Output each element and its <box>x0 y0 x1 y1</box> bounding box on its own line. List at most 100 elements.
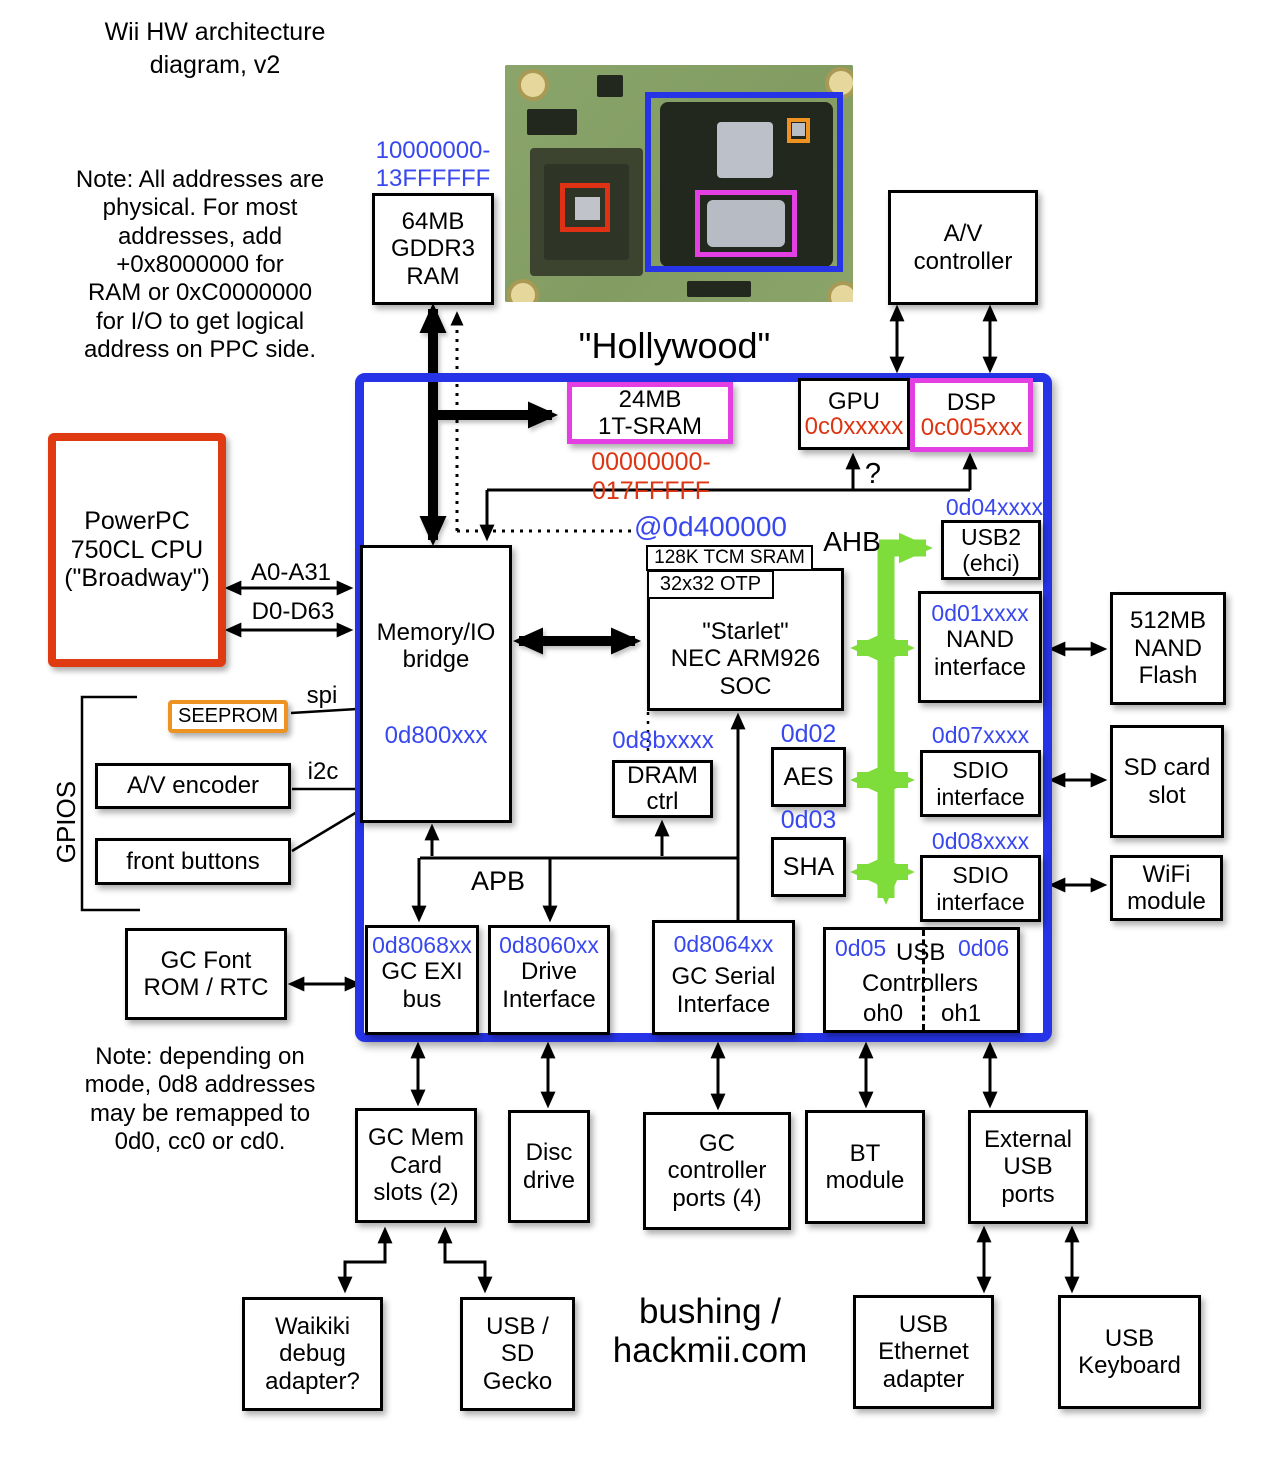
note-addresses: Note: All addresses are physical. For mo… <box>75 166 325 363</box>
ethernet-box: USB Ethernet adapter <box>853 1295 994 1409</box>
nand-interface-address: 0d01xxxx <box>931 600 1029 626</box>
i2c-label: i2c <box>307 758 339 785</box>
usb2-address: 0d04xxxx <box>945 494 1043 520</box>
sdio2-address: 0d08xxxx <box>931 828 1030 854</box>
av-encoder-box: A/V encoder <box>95 763 291 809</box>
bridge-box: Memory/IO bridge 0d800xxx <box>360 545 512 823</box>
sdio2-label: SDIO interface <box>936 862 1025 915</box>
tcm-label: 128K TCM SRAM <box>654 547 805 569</box>
usbc-address-left: 0d05 <box>835 935 887 961</box>
exi-box: 0d8068xx GC EXI bus <box>365 925 479 1035</box>
drive-interface-box: 0d8060xx Drive Interface <box>488 925 610 1035</box>
arrow-memcard-waikiki <box>337 1226 393 1294</box>
die-highlight-orange <box>787 118 810 143</box>
pcb-component <box>687 281 751 297</box>
nand-flash-label: 512MB NAND Flash <box>1129 607 1207 690</box>
cpu-box: PowerPC 750CL CPU ("Broadway") <box>48 433 226 667</box>
serial-interface-address: 0d8064xx <box>673 931 774 957</box>
sd-card-box: SD card slot <box>1110 725 1224 838</box>
hollywood-die-bottom <box>707 200 785 247</box>
gc-ports-box: GC controller ports (4) <box>643 1112 791 1230</box>
1tsram-label: 24MB 1T-SRAM <box>597 385 702 440</box>
gecko-label: USB / SD Gecko <box>482 1312 553 1395</box>
bt-module-box: BT module <box>805 1110 925 1224</box>
page-title: Wii HW architecture diagram, v2 <box>104 18 326 79</box>
apb-label: APB <box>470 866 526 896</box>
drive-interface-label: Drive Interface <box>502 958 596 1013</box>
waikiki-box: Waikiki debug adapter? <box>242 1297 383 1411</box>
exi-label: GC EXI bus <box>381 958 463 1013</box>
disc-drive-box: Disc drive <box>508 1110 590 1223</box>
sha-label: SHA <box>782 852 835 881</box>
pcb-component <box>597 75 623 97</box>
dbus-label: D0-D63 <box>251 598 335 625</box>
gpu-box: GPU 0c0xxxxx <box>798 378 910 450</box>
sdio1-label: SDIO interface <box>936 757 1025 810</box>
usbc-address-right: 0d06 <box>958 935 1010 961</box>
otp-label: 32x32 OTP <box>659 573 762 596</box>
dsp-label: DSP <box>946 388 997 416</box>
keyboard-box: USB Keyboard <box>1058 1295 1201 1409</box>
note-remap: Note: depending on mode, 0d8 addresses m… <box>84 1043 316 1155</box>
pcb-pad <box>517 69 549 101</box>
pcb-pad <box>507 279 539 302</box>
drive-interface-address: 0d8060xx <box>499 932 599 958</box>
tcm-box: 128K TCM SRAM <box>646 545 813 571</box>
gpu-label: GPU <box>827 387 880 415</box>
starlet-label: "Starlet" NEC ARM926 SOC <box>670 617 821 700</box>
sd-card-label: SD card slot <box>1123 754 1211 809</box>
ethernet-label: USB Ethernet adapter <box>878 1310 969 1393</box>
gecko-box: USB / SD Gecko <box>460 1297 575 1411</box>
gpu-address: 0c0xxxxx <box>804 413 904 440</box>
aes-box: AES <box>771 747 846 807</box>
bridge-address: 0d800xxx <box>384 721 488 749</box>
ahb-label: AHB <box>823 526 881 557</box>
ram-label: 64MB GDDR3 RAM <box>390 207 475 290</box>
av-controller-label: A/V controller <box>913 220 1013 275</box>
keyboard-label: USB Keyboard <box>1078 1324 1181 1379</box>
abus-label: A0-A31 <box>250 559 332 586</box>
arrow-memcard-gecko <box>437 1226 493 1294</box>
aes-label: AES <box>783 762 834 791</box>
ram-address-label: 10000000- 13FFFFFF <box>375 137 491 192</box>
1tsram-range: 00000000-017FFFFF <box>591 448 711 505</box>
sdio1-address: 0d07xxxx <box>931 722 1030 748</box>
sha-address: 0d03 <box>780 806 837 834</box>
sdio1-box: SDIO interface <box>920 750 1041 817</box>
usbc-oh1-label: oh1 <box>941 1000 982 1027</box>
ext-usb-label: External USB ports <box>983 1125 1073 1208</box>
ext-usb-box: External USB ports <box>968 1110 1088 1224</box>
serial-interface-box: 0d8064xx GC Serial Interface <box>652 920 795 1035</box>
sha-box: SHA <box>771 837 846 897</box>
seeprom-label: SEEPROM <box>177 705 279 728</box>
av-encoder-label: A/V encoder <box>126 772 260 800</box>
spi-label: spi <box>306 682 338 709</box>
memory-bus-arrows <box>419 303 641 655</box>
die-highlight-magenta <box>695 190 797 257</box>
pcb-photo <box>505 65 853 302</box>
thin-connectors <box>80 304 1108 1294</box>
broadway-die <box>575 197 600 220</box>
otp-box: 32x32 OTP <box>647 570 774 599</box>
nand-flash-box: 512MB NAND Flash <box>1110 592 1226 705</box>
dsp-address: 0c005xxx <box>920 414 1023 441</box>
cpu-label: PowerPC 750CL CPU ("Broadway") <box>64 507 210 593</box>
usb-controllers-divider <box>921 930 925 1030</box>
dram-address: 0d8bxxxx <box>612 727 714 754</box>
bridge-label: Memory/IO bridge <box>376 618 496 674</box>
hollywood-die-top <box>717 122 773 178</box>
starlet-at-address: @0d400000 <box>634 511 788 542</box>
nand-interface-box: 0d01xxxx NAND interface <box>918 591 1042 703</box>
line-spi <box>290 707 358 715</box>
usb-controllers-box: 0d05 USB 0d06 Controllers oh0 oh1 <box>823 927 1020 1033</box>
mem-card-label: GC Mem Card slots (2) <box>368 1124 464 1207</box>
wifi-label: WiFi module <box>1127 860 1206 915</box>
waikiki-label: Waikiki debug adapter? <box>265 1312 360 1395</box>
die-tiny <box>792 123 805 136</box>
dram-label: DRAM ctrl <box>627 762 698 815</box>
usb2-label: USB2 (ehci) <box>960 523 1022 576</box>
usbc-controllers-label: Controllers <box>862 970 979 997</box>
wifi-box: WiFi module <box>1110 855 1223 921</box>
